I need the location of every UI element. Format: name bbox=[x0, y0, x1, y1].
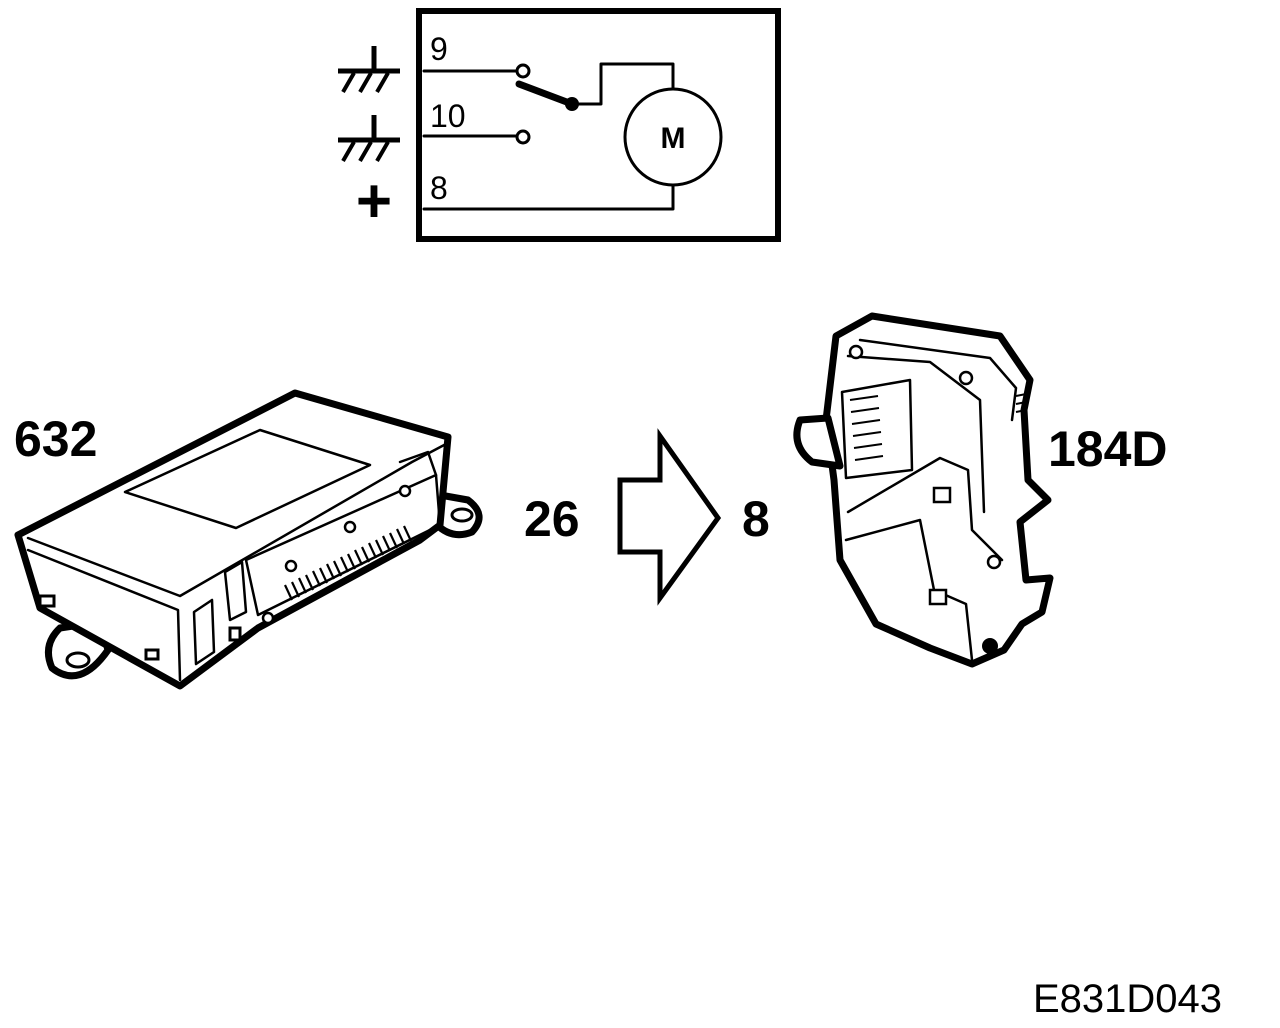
switch-arm bbox=[515, 80, 576, 108]
pin-label-8: 8 bbox=[430, 170, 448, 206]
ground-symbol-pin-9 bbox=[338, 46, 400, 94]
ground-symbol-pin-10 bbox=[338, 115, 400, 163]
switch-contact-10 bbox=[515, 129, 531, 145]
actuator-drawing bbox=[793, 312, 1054, 668]
pin-label-10: 10 bbox=[430, 98, 466, 134]
connection-arrow-icon bbox=[617, 428, 722, 606]
motor-label: M bbox=[661, 122, 686, 155]
supply-plus-symbol: + bbox=[356, 167, 392, 236]
pin-label-9: 9 bbox=[430, 31, 448, 67]
connection-from-pin: 26 bbox=[524, 491, 580, 547]
control-module-label: 632 bbox=[14, 411, 97, 467]
module-connector bbox=[244, 473, 442, 617]
motor-schematic: M 9 10 8 + bbox=[338, 8, 781, 242]
schematic-frame bbox=[416, 8, 781, 242]
connection-to-pin: 8 bbox=[742, 491, 770, 547]
wire-pin-8 bbox=[422, 183, 675, 211]
module-housing bbox=[14, 389, 452, 690]
switch-contact-9 bbox=[515, 63, 531, 79]
actuator-connector bbox=[840, 378, 914, 480]
control-module-drawing bbox=[14, 389, 483, 690]
switch-pivot bbox=[565, 97, 579, 111]
wire-switch-motor bbox=[572, 62, 675, 106]
motor-symbol bbox=[623, 87, 723, 187]
figure-code: E831D043 bbox=[1033, 977, 1222, 1021]
actuator-label: 184D bbox=[1048, 421, 1168, 477]
